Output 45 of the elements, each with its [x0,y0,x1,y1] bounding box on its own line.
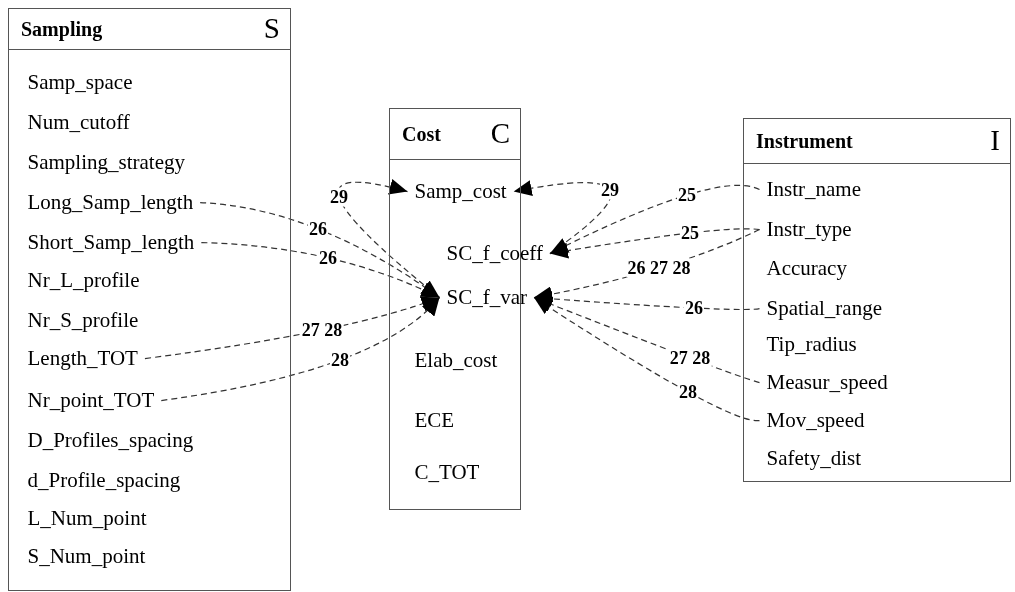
attribute-name: Short_Samp_length [27,231,195,255]
dashed-arrow [160,296,441,402]
attribute-name: Measur_speed [766,371,888,395]
attribute-name: Nr_point_TOT [27,389,155,413]
attribute-name: Instr_type [766,218,852,242]
attribute-name: Instr_name [766,178,861,202]
attribute-name: S_Num_point [27,545,146,569]
attribute-name: D_Profiles_spacing [27,429,194,453]
dashed-arrow [144,296,441,360]
attribute-name: Accuracy [766,257,847,281]
entity-box [8,8,291,591]
edge-label: 26 27 28 [626,258,692,278]
edge-label: 27 28 [668,348,712,368]
attribute-name: Elab_cost [414,349,498,373]
entity-title: Sampling [21,17,103,41]
attribute-name: Mov_speed [766,409,865,433]
attribute-name: Long_Samp_length [27,191,194,215]
edge-label: 29 [600,180,620,200]
entity-title: Cost [402,122,441,146]
entity-letter: S [263,12,280,45]
dashed-arrow [513,180,612,255]
dashed-arrow [549,228,761,259]
attribute-name: Nr_L_profile [27,269,140,293]
edge-label: 29 [329,187,349,207]
attribute-name: Safety_dist [766,447,861,471]
attribute-name: Samp_cost [414,180,507,204]
attribute-name: Nr_S_profile [27,309,139,333]
attribute-name: Length_TOT [27,347,138,371]
attribute-name: ECE [414,409,455,433]
attribute-name: C_TOT [414,461,480,485]
dashed-arrow [200,241,441,299]
attribute-name: Num_cutoff [27,111,130,135]
attribute-name: Tip_radius [766,333,857,357]
dashed-arrow [533,296,761,422]
dashed-arrow [199,201,441,299]
entity-letter: I [990,124,1000,157]
entity-box [743,118,1011,482]
dashed-arrow [549,184,761,255]
attribute-name: Samp_space [27,71,133,95]
attribute-name: Sampling_strategy [27,151,185,175]
entity-letter: C [490,117,510,150]
attribute-name: Spatial_range [766,297,882,321]
attribute-name: d_Profile_spacing [27,469,181,493]
entity-title: Instrument [756,129,853,153]
attribute-name: L_Num_point [27,507,147,531]
